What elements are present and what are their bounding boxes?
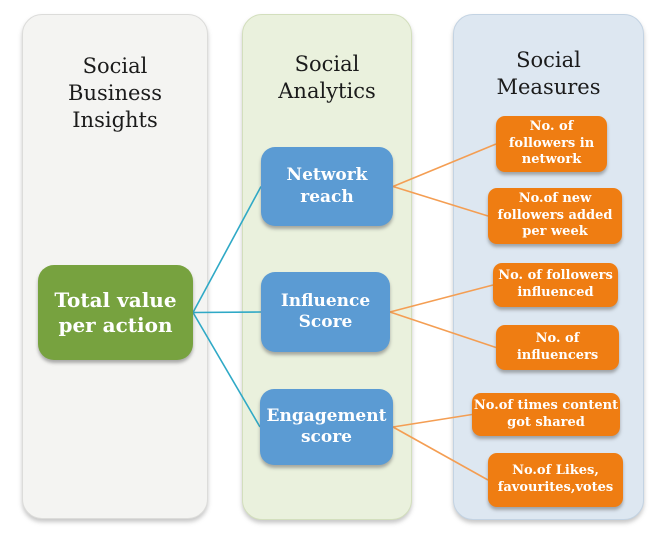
node-influencers: No. of influencers (496, 325, 619, 370)
column-title-social-measures: Social Measures (496, 48, 601, 99)
column-title-social-business-insights: Social Business Insights (68, 54, 162, 132)
node-total-value-per-action: Total value per action (38, 265, 193, 360)
node-followers-in-network: No. of followers in network (496, 116, 607, 172)
node-times-content-shared: No.of times content got shared (472, 393, 620, 436)
node-likes-favourites-votes: No.of Likes, favourites,votes (488, 453, 623, 507)
node-network-reach: Network reach (261, 147, 393, 226)
node-new-followers-per-week: No.of new followers added per week (488, 188, 622, 244)
node-influence-score: Influence Score (261, 272, 390, 352)
column-title-social-analytics: Social Analytics (278, 52, 376, 103)
node-followers-influenced: No. of followers influenced (493, 263, 618, 307)
node-engagement-score: Engagement score (260, 389, 393, 465)
